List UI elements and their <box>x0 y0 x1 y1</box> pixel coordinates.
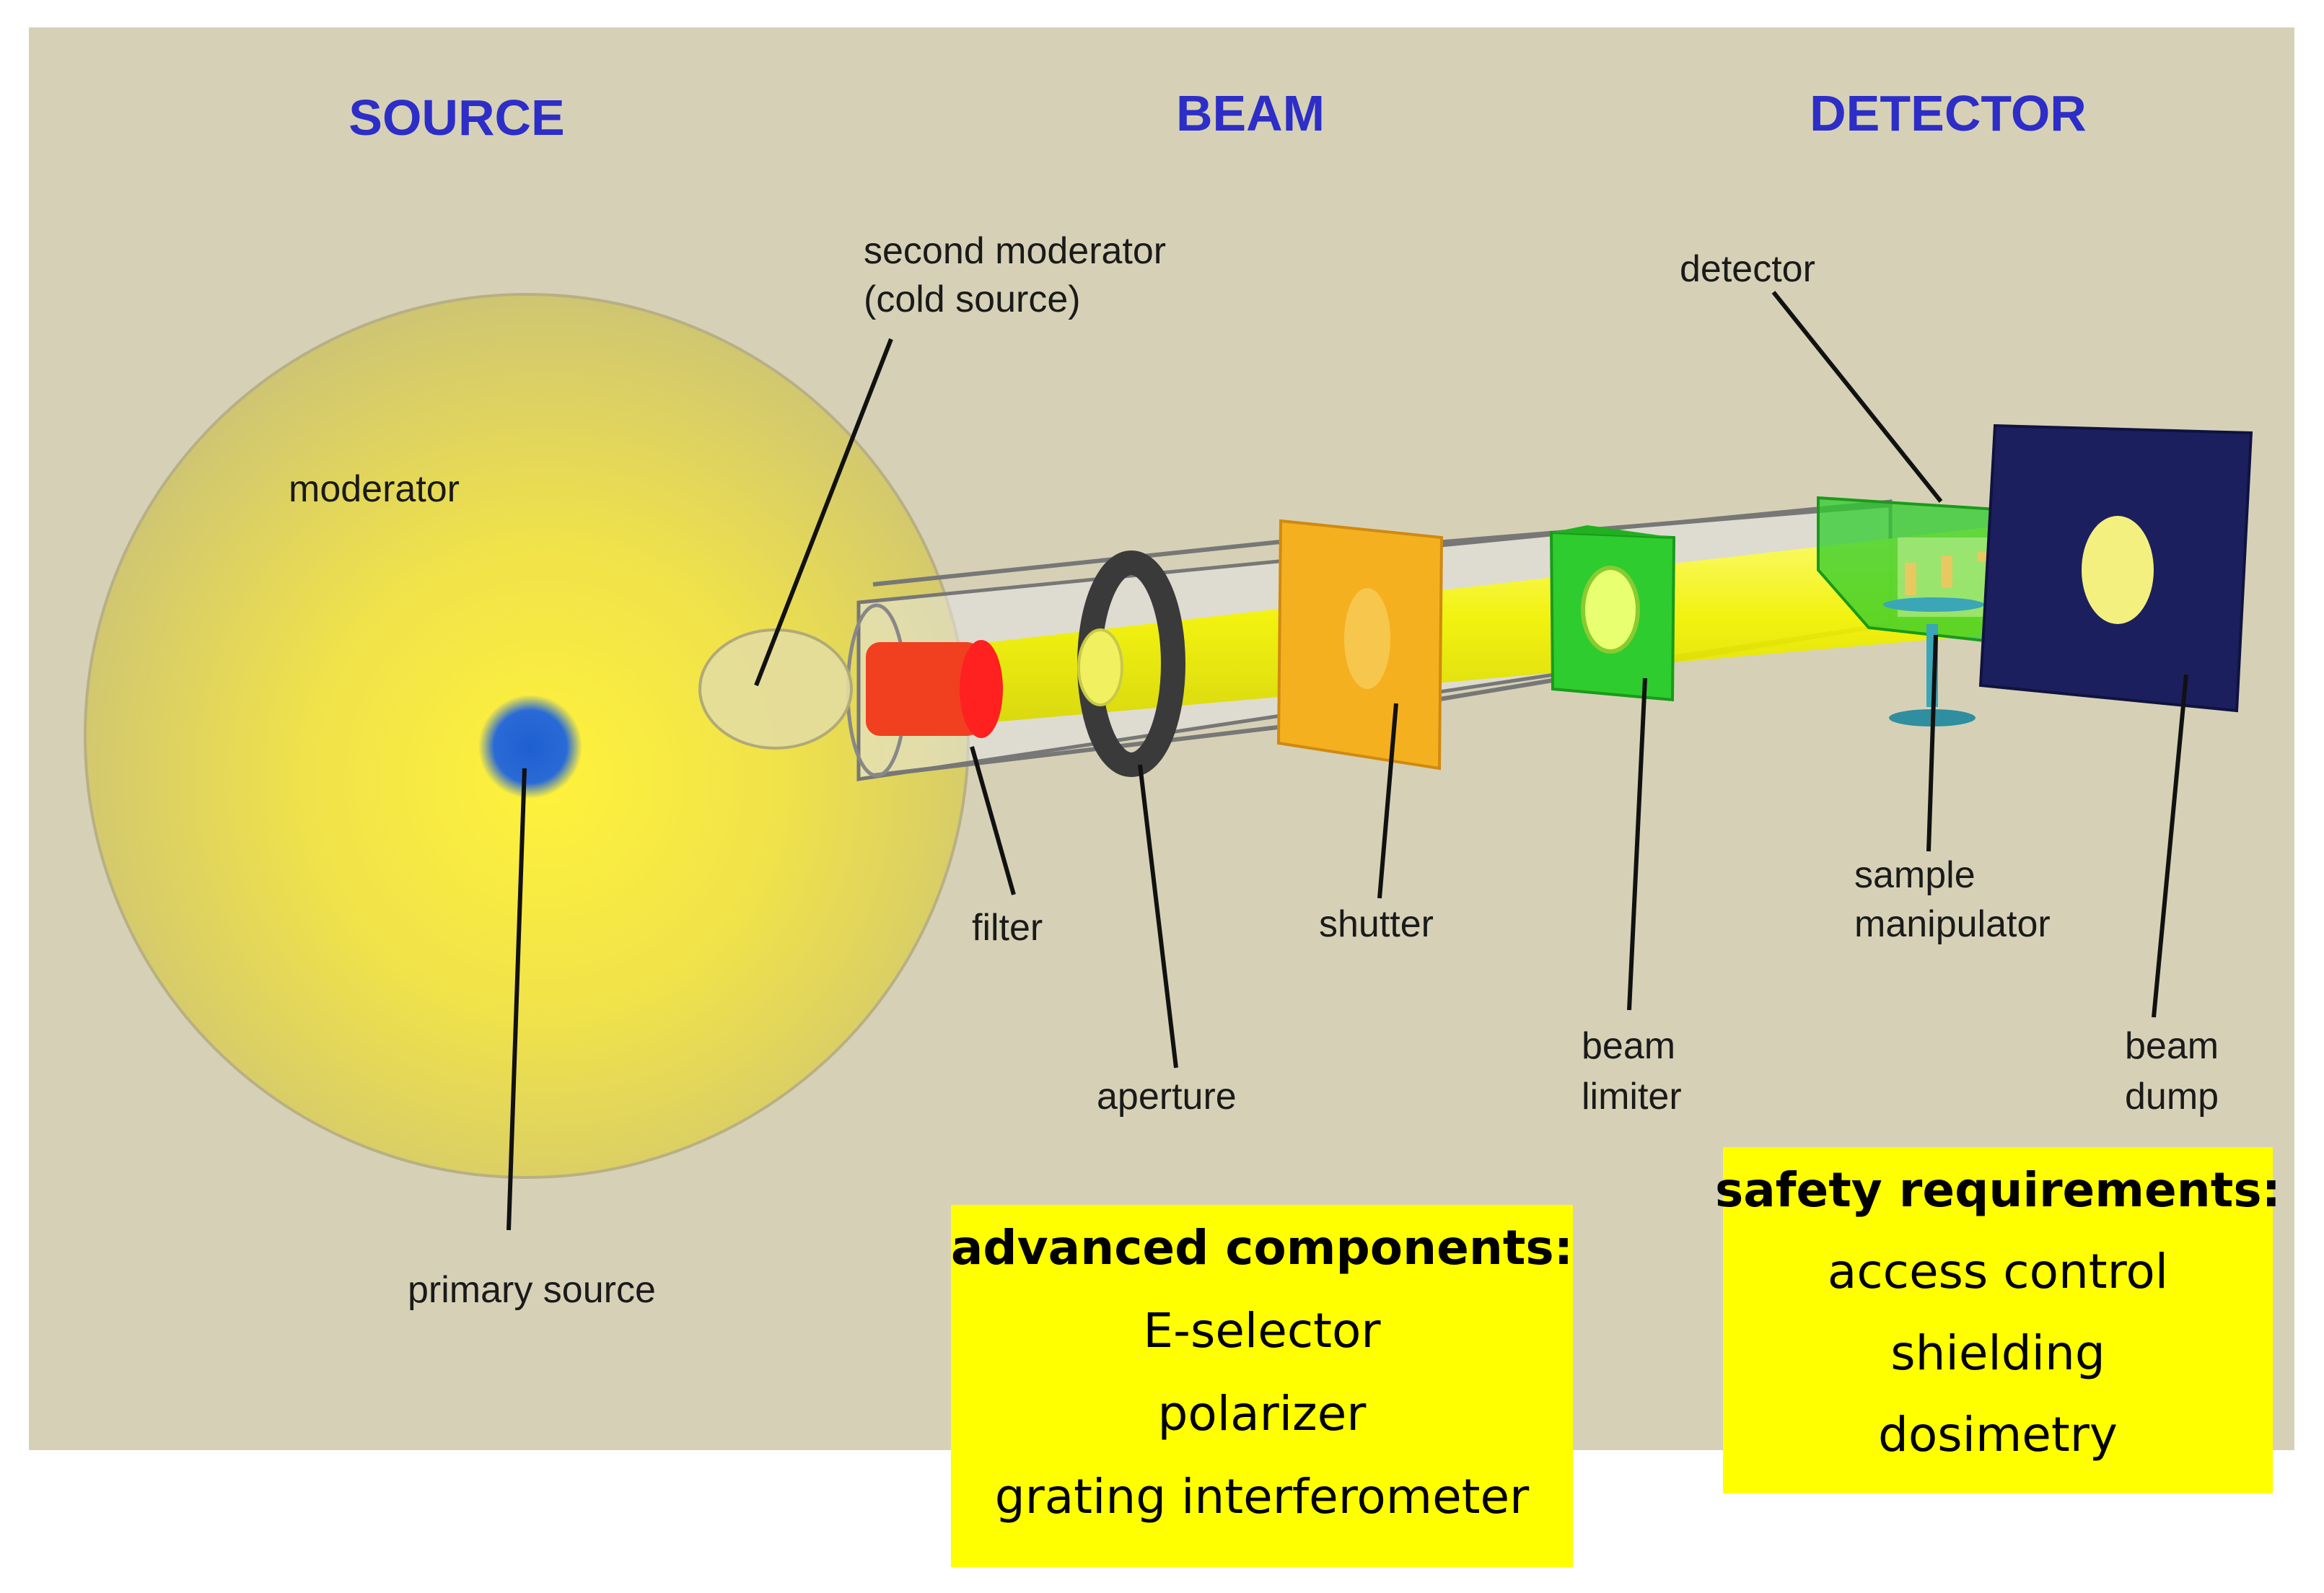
advanced-components-title: advanced components: <box>951 1220 1573 1276</box>
primary-source-core <box>478 695 582 799</box>
safety-requirements-box: safety requirements: access control shie… <box>1715 1147 2281 1493</box>
label-sample-manipulator-2: manipulator <box>1854 903 2051 945</box>
label-beam-dump-1: beam <box>2125 1025 2219 1067</box>
header-detector: DETECTOR <box>1810 85 2087 141</box>
beam-limiter <box>1549 525 1676 702</box>
leader-lines <box>507 291 2188 1231</box>
label-shutter: shutter <box>1319 903 1434 945</box>
label-beam-limiter-2: limiter <box>1582 1076 1682 1118</box>
advanced-components-box: advanced components: E-selector polarize… <box>951 1205 1573 1567</box>
label-second-moderator-1: second moderator <box>864 230 1166 272</box>
advanced-components-item: polarizer <box>1158 1386 1367 1441</box>
shutter <box>1276 519 1444 771</box>
label-primary-source: primary source <box>408 1269 656 1311</box>
filter <box>866 640 1003 738</box>
safety-requirements-item: access control <box>1828 1244 2168 1299</box>
label-moderator: moderator <box>289 468 460 510</box>
second-moderator <box>698 628 853 750</box>
label-detector: detector <box>1680 248 1815 290</box>
label-aperture: aperture <box>1097 1076 1237 1118</box>
label-filter: filter <box>972 907 1043 949</box>
label-beam-limiter-1: beam <box>1582 1025 1675 1067</box>
header-beam: BEAM <box>1176 85 1325 141</box>
advanced-components-item: E-selector <box>1143 1303 1381 1359</box>
safety-requirements-item: shielding <box>1890 1325 2105 1381</box>
advanced-components-item: grating interferometer <box>995 1469 1530 1524</box>
safety-requirements-item: dosimetry <box>1878 1407 2118 1462</box>
aperture-ring <box>1077 550 1185 777</box>
safety-requirements-title: safety requirements: <box>1715 1162 2281 1218</box>
label-second-moderator-2: (cold source) <box>864 278 1081 320</box>
beam-dump-end <box>2082 516 2154 624</box>
header-source: SOURCE <box>348 89 564 146</box>
label-beam-dump-2: dump <box>2125 1076 2219 1118</box>
label-sample-manipulator-1: sample <box>1854 854 1976 896</box>
